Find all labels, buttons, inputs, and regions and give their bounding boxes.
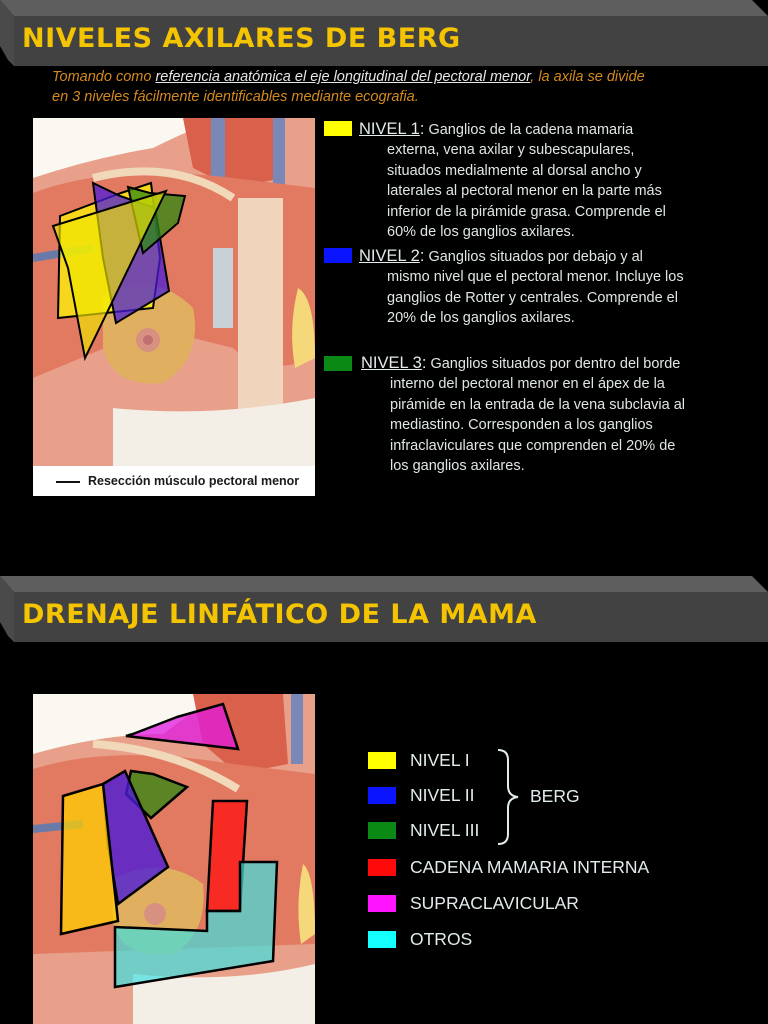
legend-swatch [368, 931, 396, 948]
legend-swatch [368, 895, 396, 912]
title-bevel-left [0, 576, 14, 642]
anatomy-image-drainage [33, 694, 315, 1024]
body-line: mismo nivel que el pectoral menor. Inclu… [387, 269, 684, 285]
legend-label: OTROS [410, 929, 473, 949]
slide-title-2: DRENAJE LINFÁTICO DE LA MAMA [22, 599, 537, 630]
title-bevel-top [0, 576, 768, 592]
body-line: mediastino. Corresponden a los ganglios [390, 417, 653, 433]
level-3-name: NIVEL 3 [361, 354, 422, 372]
caption-line-icon [56, 480, 80, 483]
level-1-head: NIVEL 1: Ganglios de la cadena mamaria [359, 119, 633, 141]
level-1-swatch [324, 121, 352, 136]
legend-swatch [368, 859, 396, 876]
caption-text: Resección músculo pectoral menor [88, 474, 300, 488]
title-face [14, 592, 768, 642]
anatomy-illustration-2 [33, 694, 315, 1024]
body-line: 20% de los ganglios axilares. [387, 310, 575, 326]
title-bar-2: DRENAJE LINFÁTICO DE LA MAMA [0, 576, 768, 646]
legend-swatch [368, 822, 396, 839]
level-3-first-line: Ganglios situados por dentro del borde [430, 356, 681, 372]
body-line: situados medialmente al dorsal ancho y [387, 162, 642, 179]
level-2-head: NIVEL 2: Ganglios situados por debajo y … [359, 246, 643, 268]
level-2-name: NIVEL 2 [359, 247, 420, 265]
legend-label: NIVEL II [410, 785, 475, 805]
level-2-first-line: Ganglios situados por debajo y al [428, 249, 643, 265]
anatomy-image-berg [33, 118, 315, 496]
intro-line2: en 3 niveles fácilmente identificables m… [52, 89, 419, 105]
title-bar: NIVELES AXILARES DE BERG [0, 0, 768, 70]
level-1-body: externa, vena axilar y subescapulares, s… [387, 140, 666, 243]
slide-niveles-axilares: NIVELES AXILARES DE BERG Tomando como re… [0, 0, 768, 496]
legend-label: NIVEL III [410, 820, 480, 840]
level-1-name: NIVEL 1 [359, 120, 420, 138]
legend-label: SUPRACLAVICULAR [410, 893, 579, 913]
body-line: infraclaviculares que comprenden el 20% … [390, 437, 676, 454]
legend-label: NIVEL I [410, 750, 470, 770]
body-line: los ganglios axilares. [390, 458, 525, 474]
body-line: externa, vena axilar y subescapulares, [387, 142, 635, 158]
brace-icon [497, 749, 519, 845]
level-2-body: mismo nivel que el pectoral menor. Inclu… [387, 267, 684, 329]
level-2-swatch [324, 248, 352, 263]
slide-title: NIVELES AXILARES DE BERG [22, 23, 461, 54]
berg-group-label: BERG [530, 786, 580, 806]
level-3-swatch [324, 356, 352, 371]
anatomy-illustration [33, 118, 315, 496]
body-line: pirámide en la entrada de la vena subcla… [390, 396, 686, 413]
legend-swatch [368, 787, 396, 804]
level-1-first-line: Ganglios de la cadena mamaria [428, 122, 634, 138]
body-line: ganglios de Rotter y centrales. Comprend… [387, 289, 678, 306]
body-line: laterales al pectoral menor en la parte … [387, 183, 662, 199]
intro-text: Tomando como referencia anatómica el eje… [52, 67, 762, 107]
image-caption: Resección músculo pectoral menor [56, 474, 299, 488]
colon: : [421, 354, 427, 372]
level-3-body: interno del pectoral menor en el ápex de… [390, 374, 685, 477]
colon: : [419, 120, 425, 138]
title-face [14, 16, 768, 66]
colon: : [419, 247, 425, 265]
body-line: interno del pectoral menor en el ápex de… [390, 376, 665, 392]
level-3-head: NIVEL 3: Ganglios situados por dentro de… [361, 353, 680, 375]
title-bevel-top [0, 0, 768, 16]
legend-label: CADENA MAMARIA INTERNA [410, 857, 650, 877]
body-line: inferior de la pirámide grasa. Comprende… [387, 203, 666, 220]
body-line: 60% de los ganglios axilares. [387, 224, 575, 240]
intro-suffix: , la axila se divide [530, 69, 645, 85]
intro-prefix: Tomando como [52, 69, 156, 85]
title-bevel-left [0, 0, 14, 66]
legend-swatch [368, 752, 396, 769]
intro-underlined: referencia anatómica el eje longitudinal… [155, 69, 531, 85]
